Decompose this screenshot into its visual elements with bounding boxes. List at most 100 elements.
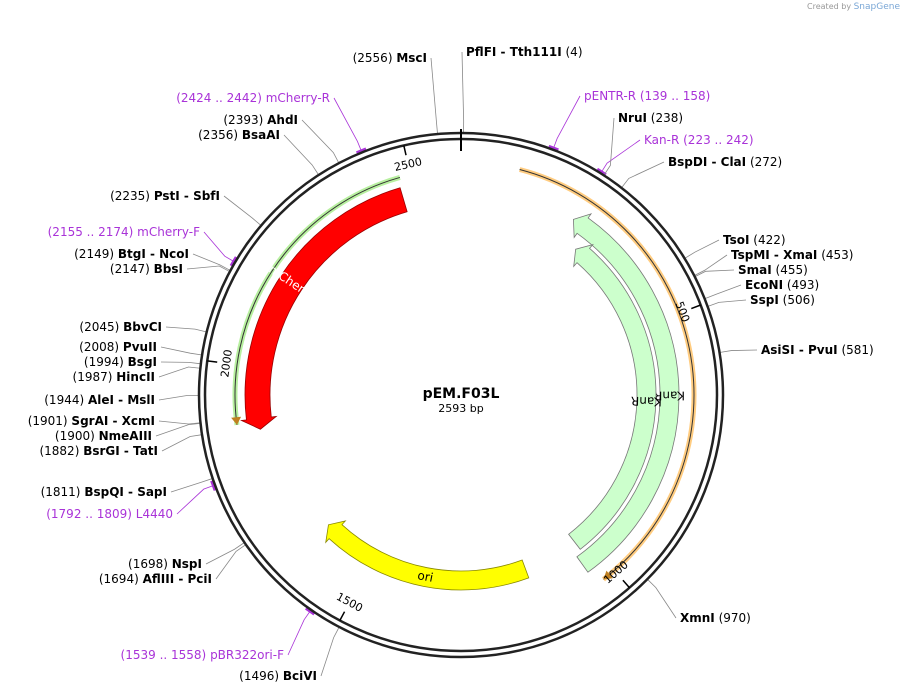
primer-site-label: Kan-R (223 .. 242) — [644, 133, 754, 147]
leader-line — [161, 434, 203, 452]
site-position: (581) — [841, 343, 873, 357]
watermark: Created by SnapGene — [807, 2, 900, 12]
feature-label: KanR — [654, 389, 685, 403]
leader-line — [203, 231, 236, 263]
tick-label: 2000 — [218, 349, 235, 378]
site-name: SgrAI - XcmI — [71, 414, 155, 428]
enzyme-site-label: (2393) AhdI — [223, 113, 298, 127]
leader-line — [158, 395, 200, 401]
site-name: AleI - MslI — [88, 393, 155, 407]
site-name: PstI - SbfI — [154, 189, 220, 203]
annotation-arcs — [231, 167, 697, 582]
site-name: TspMI - XmaI — [731, 248, 817, 262]
feature-label: ori — [416, 568, 434, 585]
site-position: (2235) — [110, 189, 150, 203]
enzyme-site-label: EcoNI (493) — [745, 278, 819, 292]
enzyme-site-label: (1994) BsgI — [84, 355, 157, 369]
site-position: (2356) — [198, 128, 238, 142]
leader-line — [223, 195, 262, 226]
site-name: BspQI - SapI — [84, 485, 167, 499]
tick-label: 2500 — [393, 155, 423, 174]
tick-label: 1500 — [334, 590, 365, 615]
site-position: (455) — [776, 263, 808, 277]
enzyme-site-label: (1901) SgrAI - XcmI — [28, 414, 155, 428]
leader-line — [552, 95, 581, 150]
site-name: BsrGI - TatI — [83, 444, 158, 458]
site-name: BspDI - ClaI — [668, 155, 746, 169]
leader-line — [215, 544, 247, 580]
site-position: (1792 .. 1809) — [46, 507, 132, 521]
site-position: (2424 .. 2442) — [176, 91, 262, 105]
primer-site-label: (1792 .. 1809) L4440 — [46, 507, 173, 521]
leader-line — [704, 284, 742, 300]
site-position: (1901) — [28, 414, 68, 428]
tick-label: 500 — [673, 300, 693, 324]
site-position: (1944) — [44, 393, 84, 407]
site-position: (493) — [787, 278, 819, 292]
site-name: mCherry-R — [266, 91, 330, 105]
site-position: (1994) — [84, 355, 124, 369]
feature-extent-line — [234, 176, 401, 425]
feature-extent-arrowhead — [603, 570, 613, 580]
enzyme-site-label: TsoI (422) — [723, 233, 786, 247]
tick-mark — [691, 304, 701, 310]
enzyme-site-label: (1698) NspI — [128, 557, 202, 571]
leader-line — [301, 119, 340, 164]
primer-site-label: (2155 .. 2174) mCherry-F — [48, 225, 200, 239]
enzyme-site-label: SmaI (455) — [738, 263, 808, 277]
site-name: PvuII — [123, 340, 157, 354]
site-name: mCherry-F — [137, 225, 200, 239]
enzyme-site-label: (1900) NmeAIII — [55, 429, 152, 443]
site-name: NmeAIII — [99, 429, 152, 443]
site-position: (4) — [566, 45, 583, 59]
enzyme-site-label: (2149) BtgI - NcoI — [74, 247, 189, 261]
site-name: pENTR-R — [584, 89, 636, 103]
site-position: (2045) — [79, 320, 119, 334]
leader-line — [287, 609, 312, 656]
site-name: HincII — [116, 370, 155, 384]
site-position: (1882) — [39, 444, 79, 458]
feature-mcherry — [240, 187, 408, 430]
leader-line — [186, 265, 231, 273]
site-position: (2149) — [74, 247, 114, 261]
tick-mark — [339, 611, 346, 621]
site-position: (2155 .. 2174) — [48, 225, 134, 239]
site-position: (1698) — [128, 557, 168, 571]
leader-line — [170, 478, 213, 493]
site-position: (238) — [651, 111, 683, 125]
site-position: (1811) — [41, 485, 81, 499]
site-position: (970) — [719, 611, 751, 625]
site-position: (2008) — [79, 340, 119, 354]
enzyme-site-label: TspMI - XmaI (453) — [731, 248, 854, 262]
enzyme-site-label: (2556) MscI — [353, 51, 427, 65]
tick-mark — [403, 145, 407, 156]
enzyme-site-label: (2045) BbvCI — [79, 320, 162, 334]
site-name: MscI — [396, 51, 427, 65]
site-name: EcoNI — [745, 278, 783, 292]
site-name: NruI — [618, 111, 647, 125]
site-position: (139 .. 158) — [640, 89, 710, 103]
watermark-prefix: Created by — [807, 2, 852, 11]
leader-line — [320, 626, 340, 677]
site-position: (2393) — [223, 113, 263, 127]
enzyme-site-label: (2356) BsaAI — [198, 128, 280, 142]
site-position: (506) — [783, 293, 815, 307]
site-name: BsgI — [128, 355, 157, 369]
enzyme-site-label: (2235) PstI - SbfI — [110, 189, 220, 203]
site-name: NspI — [172, 557, 202, 571]
leader-line — [158, 420, 201, 425]
site-position: (1900) — [55, 429, 95, 443]
feature-ori — [325, 520, 530, 591]
leader-line — [707, 299, 747, 307]
primer-site-label: pENTR-R (139 .. 158) — [584, 89, 710, 103]
leader-line — [430, 57, 438, 135]
leader-line — [158, 366, 201, 378]
tick-mark — [622, 579, 631, 589]
enzyme-site-label: (1987) HincII — [73, 370, 155, 384]
feature-extent-line — [519, 169, 695, 580]
enzyme-site-label: XmnI (970) — [680, 611, 751, 625]
enzyme-site-label: SspI (506) — [750, 293, 815, 307]
site-labels: PflFI - Tth111I (4)(2556) MscI(2424 .. 2… — [28, 45, 874, 683]
